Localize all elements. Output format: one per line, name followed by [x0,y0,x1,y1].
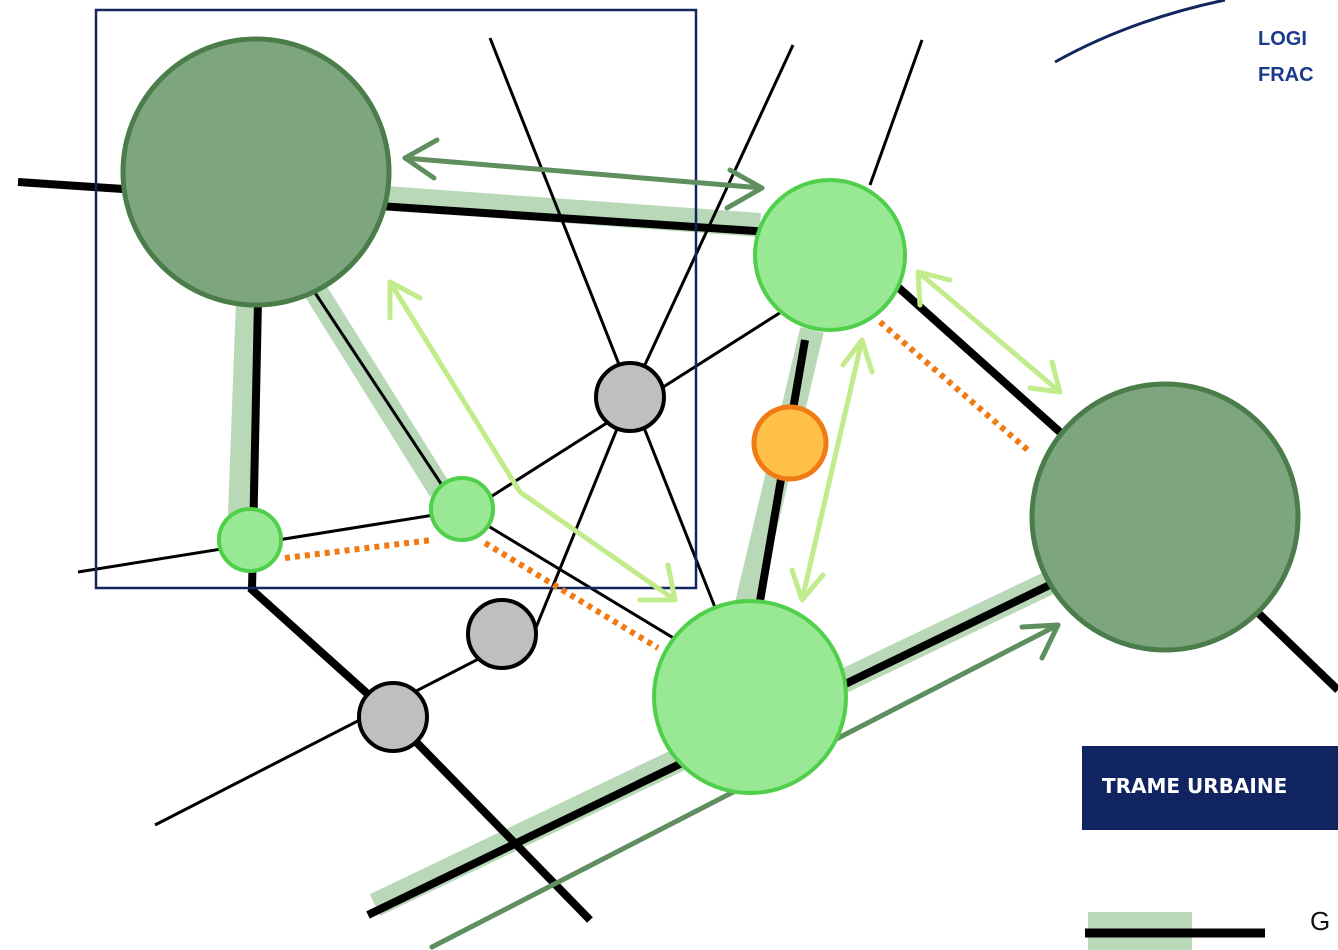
arrowhead [789,567,826,603]
dotted-link [284,537,433,561]
minor-node [466,598,538,670]
corridor-left [228,299,260,516]
arrowhead [387,279,423,321]
double-arrow [402,155,765,191]
arrowhead [402,137,440,181]
arrowhead [724,167,765,211]
secondary-pole-node [652,599,848,795]
legend-item-label: G [1310,906,1331,936]
section-banner: TRAME URBAINE [1082,746,1338,830]
minor-node [357,681,429,753]
arrowhead [1027,359,1063,395]
arrowhead [915,269,953,308]
minor-road [488,37,722,621]
dotted-links [284,319,1032,651]
legend-swatch [1085,912,1265,950]
decorative-arc [1054,0,1226,64]
banner-label: TRAME URBAINE [1102,774,1288,798]
double-arrow [387,279,678,603]
major-pole-node [1029,381,1301,653]
minor-road [533,396,632,631]
light-arrows [387,269,1063,603]
arrowhead [1019,622,1061,661]
title-line-1: LOGI [1258,28,1307,50]
minor-road [154,628,536,827]
dotted-link [483,540,660,651]
major-road [887,277,1083,453]
corridor-top [384,186,761,237]
arrowhead [840,337,875,375]
local-pole-node [429,476,495,542]
local-pole-node [217,507,283,573]
minor-road [628,44,795,398]
green-corridors [228,186,1061,916]
double-arrow [799,337,865,603]
minor-road [868,39,924,186]
secondary-pole-node [753,178,907,332]
nodes [120,36,1301,795]
major-road [1247,602,1338,693]
focus-frame [94,8,698,590]
minor-road [298,269,457,506]
arrowhead [637,562,678,603]
dotted-link [878,319,1032,455]
title-line-2: FRAC [1258,64,1314,86]
highlight-node [751,404,829,482]
minor-node [594,361,666,433]
double-arrow [915,269,1063,395]
minor-road [464,510,686,647]
major-pole-node [120,36,392,308]
major-road [751,339,809,631]
